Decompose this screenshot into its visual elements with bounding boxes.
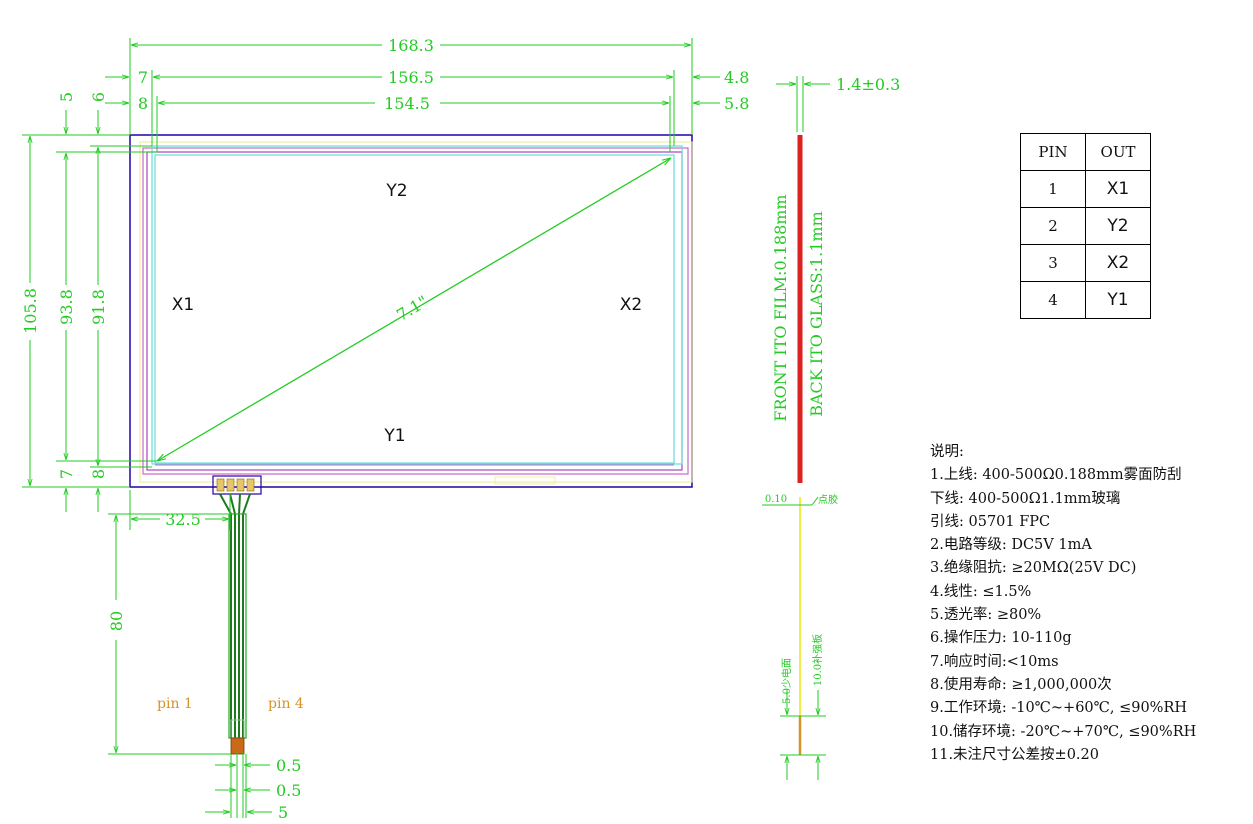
pin-out-table: PIN OUT 1 X1 2 Y2 3 X2 4 Y1 bbox=[1020, 133, 1151, 319]
note-line: 1.上线: 400-500Ω0.188mm雾面防刮 bbox=[930, 467, 1182, 484]
pin-cell: 4 bbox=[1020, 281, 1086, 319]
dim-view-height-inner: 91.8 bbox=[89, 289, 108, 325]
electrode-bottom-label: Y1 bbox=[383, 426, 405, 446]
adhesive-label: 点胶 bbox=[818, 493, 838, 506]
side-label-b: 10.0补强板 bbox=[811, 634, 824, 686]
dim-left-offset-inner: 8 bbox=[138, 94, 148, 113]
dim-view-width-inner: 154.5 bbox=[384, 94, 430, 113]
note-line: 2.电路等级: DC5V 1mA bbox=[930, 537, 1092, 554]
dim-bottom-offset-inner: 8 bbox=[89, 469, 108, 479]
fpc-contact bbox=[230, 737, 245, 755]
left-dimensions bbox=[22, 110, 157, 512]
dim-overall-width: 168.3 bbox=[388, 36, 434, 55]
fpc-pad-1 bbox=[216, 478, 225, 492]
adhesive-border bbox=[139, 141, 693, 483]
touch-panel-front-view: 7.1" Y2 X1 X2 Y1 bbox=[129, 134, 693, 488]
pin-header: PIN bbox=[1020, 133, 1086, 171]
note-line: 下线: 400-500Ω1.1mm玻璃 bbox=[930, 490, 1121, 507]
top-dimensions bbox=[105, 38, 720, 152]
note-line: 7.响应时间:<10ms bbox=[930, 653, 1059, 670]
table-row: 2 Y2 bbox=[1020, 207, 1151, 245]
active-area-inner bbox=[154, 154, 675, 464]
note-line: 引线: 05701 FPC bbox=[930, 513, 1051, 530]
fpc-pad-2 bbox=[226, 478, 235, 492]
active-area-outer bbox=[151, 145, 683, 465]
pin-cell: 1 bbox=[1020, 170, 1086, 208]
side-view bbox=[762, 76, 830, 780]
back-layer-label: BACK ITO GLASS:1.1mm bbox=[807, 211, 826, 417]
dim-right-offset-outer: 4.8 bbox=[724, 68, 749, 87]
dim-pin-width-b: 0.5 bbox=[276, 781, 301, 800]
note-line: 11.未注尺寸公差按±0.20 bbox=[930, 746, 1099, 763]
table-row: 1 X1 bbox=[1020, 170, 1151, 208]
tail-dimensions bbox=[108, 490, 272, 818]
table-row: 4 Y1 bbox=[1020, 281, 1151, 319]
notes-title: 说明: bbox=[930, 444, 964, 460]
view-area-outer bbox=[142, 147, 689, 475]
dim-left-offset-outer: 7 bbox=[138, 68, 148, 87]
diagonal-label: 7.1" bbox=[393, 292, 431, 325]
dim-adhesive-gap: 0.10 bbox=[765, 494, 787, 505]
out-cell: Y1 bbox=[1085, 281, 1151, 319]
note-line: 3.绝缘阻抗: ≥20MΩ(25V DC) bbox=[930, 560, 1137, 577]
dim-pin-width-a: 0.5 bbox=[276, 756, 301, 775]
dim-bottom-offset-outer: 7 bbox=[57, 469, 76, 479]
note-line: 4.线性: ≤1.5% bbox=[930, 583, 1032, 600]
pin-1-label: pin 1 bbox=[157, 696, 193, 712]
electrode-left-label: X1 bbox=[172, 295, 194, 315]
note-line: 9.工作环境: -10℃~+60℃, ≤90%RH bbox=[930, 700, 1188, 717]
dim-view-height-outer: 93.8 bbox=[57, 289, 76, 325]
fpc-tail: pin 1 pin 4 bbox=[157, 475, 304, 755]
dim-top-offset-a: 5 bbox=[57, 92, 76, 102]
dim-view-width-outer: 156.5 bbox=[388, 68, 434, 87]
dim-overall-height: 105.8 bbox=[21, 288, 40, 334]
side-label-a: 5.0少电面 bbox=[780, 658, 793, 704]
dim-right-offset-inner: 5.8 bbox=[724, 94, 749, 113]
front-layer-label: FRONT ITO FILM:0.188mm bbox=[771, 194, 790, 421]
dim-tail-width: 5 bbox=[278, 803, 288, 822]
dim-tail-offset: 32.5 bbox=[165, 510, 201, 529]
fpc-pad-4 bbox=[246, 478, 255, 492]
note-line: 8.使用寿命: ≥1,000,000次 bbox=[930, 676, 1112, 693]
pin-4-label: pin 4 bbox=[268, 696, 304, 712]
table-row: 3 X2 bbox=[1020, 244, 1151, 282]
note-line: 5.透光率: ≥80% bbox=[930, 607, 1042, 624]
out-cell: X1 bbox=[1085, 170, 1151, 208]
dim-tail-length: 80 bbox=[107, 611, 126, 631]
pin-table-header: PIN OUT bbox=[1020, 133, 1151, 171]
fpc-connector-pad bbox=[212, 475, 262, 495]
note-line: 10.储存环境: -20℃~+70℃, ≤90%RH bbox=[930, 723, 1197, 740]
electrode-top-label: Y2 bbox=[385, 181, 407, 201]
diagonal-line bbox=[157, 158, 671, 461]
dim-top-offset-b: 6 bbox=[89, 92, 108, 102]
out-cell: X2 bbox=[1085, 244, 1151, 282]
fpc-pad-3 bbox=[236, 478, 245, 492]
electrode-right-label: X2 bbox=[620, 295, 642, 315]
spec-notes: 说明: 1.上线: 400-500Ω0.188mm雾面防刮 下线: 400-50… bbox=[930, 441, 1196, 767]
out-cell: Y2 bbox=[1085, 207, 1151, 245]
dim-thickness: 1.4±0.3 bbox=[836, 75, 900, 94]
label-area bbox=[494, 476, 556, 485]
pin-cell: 2 bbox=[1020, 207, 1086, 245]
note-line: 6.操作压力: 10-110g bbox=[930, 630, 1072, 647]
out-header: OUT bbox=[1085, 133, 1151, 171]
pin-cell: 3 bbox=[1020, 244, 1086, 282]
